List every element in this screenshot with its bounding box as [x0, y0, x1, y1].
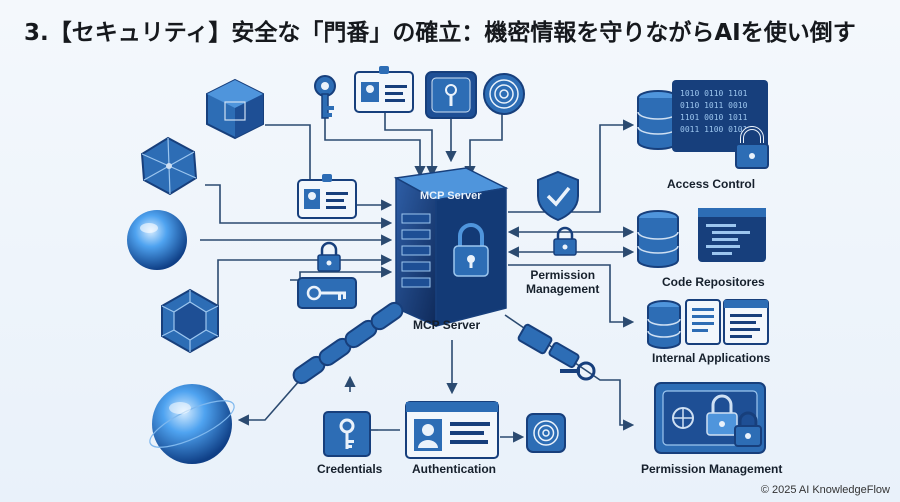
authentication-card-icon [405, 401, 499, 459]
internal-applications-label: Internal Applications [652, 351, 771, 365]
globe-orb-icon [127, 210, 187, 270]
authentication-label: Authentication [412, 462, 496, 476]
code-window-icon [698, 208, 766, 262]
polyhedron-icon [140, 136, 198, 196]
credentials-key-icon [323, 411, 371, 457]
permission-management-label: Permission Management [526, 268, 600, 296]
server-label-top: MCP Server [420, 190, 482, 202]
padlock-icon [317, 241, 341, 272]
key-panel-icon [425, 71, 477, 119]
code-repositories-label: Code Repositores [662, 275, 765, 289]
permission-management-vault-label: Permission Management [641, 462, 783, 476]
svg-text:1010 0110 1101: 1010 0110 1101 [680, 89, 748, 98]
polyhedron-icon-2 [161, 288, 219, 354]
database-icon-3 [647, 300, 681, 349]
svg-text:0011 1100 0101: 0011 1100 0101 [680, 125, 748, 134]
page-title: 3.【セキュリティ】安全な「門番」の確立：機密情報を守りながらAIを使い倒す [24, 20, 856, 46]
id-card-icon [354, 66, 414, 113]
copyright-footer: © 2025 AI KnowledgeFlow [760, 484, 890, 496]
access-control-label: Access Control [667, 177, 756, 191]
database-icon [637, 90, 679, 150]
fingerprint-icon [483, 73, 525, 115]
cube-icon [206, 78, 264, 140]
id-card-icon-2 [297, 174, 357, 219]
svg-text:1101 0010 1011: 1101 0010 1011 [680, 113, 748, 122]
padlock-icon-vault [734, 411, 762, 447]
server-label-bottom: MCP Server [413, 318, 481, 332]
padlock-icon-2 [553, 226, 577, 256]
server-icon [393, 167, 509, 328]
app-window-icon [723, 299, 769, 345]
credentials-label: Credentials [317, 462, 383, 476]
binary-panel-icon: 1010 0110 1101 0110 1011 0010 1101 0010 … [672, 80, 768, 152]
key-card-icon [297, 277, 357, 309]
globe-orb-large-icon [149, 384, 235, 464]
svg-text:0110 1011 0010: 0110 1011 0010 [680, 101, 748, 110]
key-icon [314, 75, 336, 119]
key-icon-bottom [560, 361, 596, 381]
shield-check-icon [537, 170, 579, 222]
database-icon-2 [637, 210, 679, 268]
padlock-icon-large [735, 126, 769, 169]
chain-icon [292, 301, 580, 385]
fingerprint-icon-2 [526, 413, 566, 453]
document-window-icon [685, 299, 721, 345]
